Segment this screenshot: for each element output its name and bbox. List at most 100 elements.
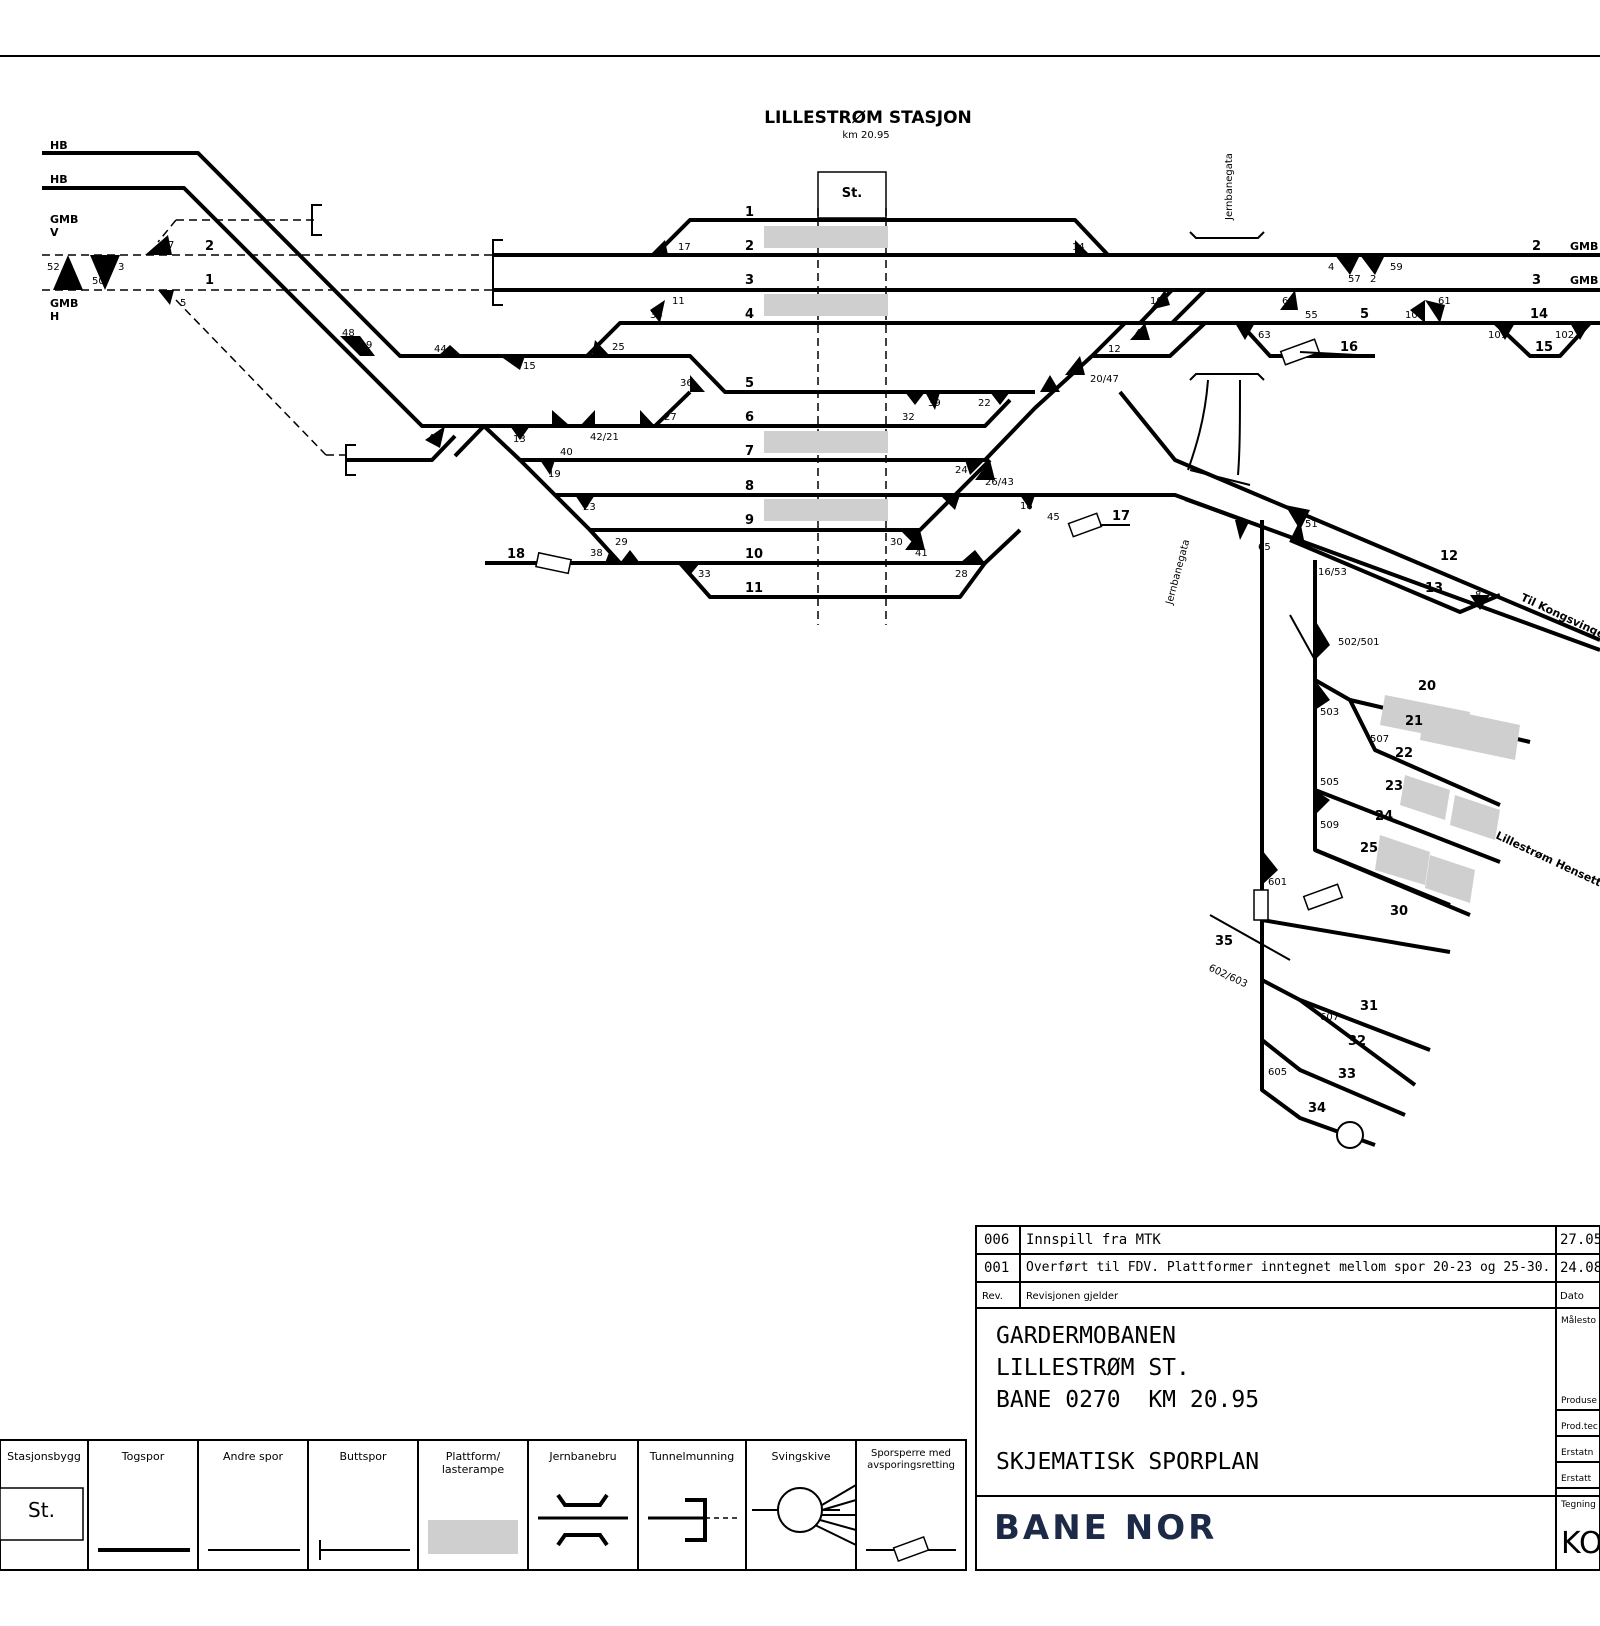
revision-header-date: Dato: [1560, 1291, 1584, 1302]
svg-text:3: 3: [118, 262, 124, 273]
svg-text:1: 1: [205, 273, 214, 288]
svg-text:503: 503: [1320, 707, 1339, 718]
revision-header-rev: Rev.: [982, 1291, 1003, 1302]
platform: [764, 431, 888, 453]
side-label-prodtec: Prod.tec: [1561, 1422, 1598, 1432]
svg-text:61: 61: [1438, 296, 1451, 307]
svg-text:2: 2: [1532, 239, 1541, 254]
svg-text:607: 607: [1320, 1012, 1339, 1023]
svg-text:18: 18: [507, 547, 525, 562]
line-label-gmb-v: V: [50, 226, 59, 239]
revision-header-text: Revisjonen gjelder: [1026, 1291, 1119, 1302]
line-label-hb: HB: [50, 139, 68, 152]
svg-text:40: 40: [560, 447, 573, 458]
revision-row: 006 Innspill fra MTK 27.05: [976, 1226, 1600, 1254]
track-1: [653, 218, 1110, 257]
svg-text:101: 101: [1488, 330, 1507, 341]
svg-text:42/21: 42/21: [590, 432, 619, 443]
line-label-gmb-h: H: [50, 310, 59, 323]
svg-text:6: 6: [1282, 296, 1288, 307]
legend-label-buttspor: Buttspor: [339, 1450, 387, 1463]
svg-text:26/43: 26/43: [985, 477, 1014, 488]
track-5: [400, 354, 1035, 394]
svg-text:35: 35: [1215, 934, 1233, 949]
svg-text:39: 39: [928, 398, 941, 409]
legend-station-symbol: St.: [28, 1498, 55, 1522]
station-box-label: St.: [842, 186, 863, 201]
svg-text:13: 13: [1425, 581, 1443, 596]
revision-text: Innspill fra MTK: [1026, 1232, 1161, 1248]
svg-text:16: 16: [1340, 340, 1358, 355]
svg-text:13: 13: [513, 434, 526, 445]
switch-labels: 52 1 50 3 7 5 48 9 44 46 15 13 40 42/21 …: [47, 240, 1574, 1078]
revision-table: 006 Innspill fra MTK 27.05 001 Overført …: [976, 1226, 1600, 1308]
svg-text:8: 8: [745, 479, 754, 494]
project-line-1: GARDERMOBANEN: [996, 1323, 1177, 1349]
svg-text:2: 2: [1370, 274, 1376, 285]
drawing-number: KO: [1561, 1526, 1600, 1561]
svg-text:4: 4: [745, 307, 754, 322]
svg-text:Jernbanegata: Jernbanegata: [1224, 153, 1235, 221]
svg-text:24: 24: [955, 465, 968, 476]
track-9: [553, 493, 957, 532]
svg-text:46: 46: [428, 433, 441, 444]
svg-text:63: 63: [1258, 330, 1271, 341]
legend-label-svingskive: Svingskive: [771, 1450, 831, 1463]
svg-text:25: 25: [1360, 841, 1378, 856]
svg-text:32: 32: [1348, 1034, 1366, 1049]
svg-text:34: 34: [650, 310, 663, 321]
revision-row: 001 Overført til FDV. Plattformer innteg…: [976, 1254, 1600, 1282]
svg-text:GMB: GMB: [1570, 274, 1598, 287]
side-label-erstattet: Erstatt: [1561, 1474, 1592, 1484]
svg-text:22: 22: [978, 398, 991, 409]
svg-text:49: 49: [1135, 328, 1148, 339]
svg-text:102: 102: [1555, 330, 1574, 341]
svg-text:23: 23: [1385, 779, 1403, 794]
svg-text:7: 7: [168, 240, 174, 251]
svg-text:30: 30: [1390, 904, 1408, 919]
project-block: GARDERMOBANEN LILLESTRØM ST. BANE 0270 K…: [996, 1320, 1536, 1478]
side-column: Målesto Produse Prod.tec Erstatn Erstatt…: [1559, 1226, 1600, 1570]
svg-text:38: 38: [590, 548, 603, 559]
side-label-produsent: Produse: [1561, 1396, 1597, 1406]
track-labels: 1 2 3 4 5 6 7 8 9 10 11 2 1 2 3 5 14 15 …: [205, 153, 1600, 1116]
svg-text:20/47: 20/47: [1090, 374, 1119, 385]
station-km: km 20.95: [842, 130, 889, 141]
svg-text:22: 22: [1395, 746, 1413, 761]
legend-label-sporsperre: Sporsperre med avsporingsretting: [867, 1448, 955, 1471]
track-hb-lower: [42, 186, 486, 458]
svg-text:59: 59: [1390, 262, 1403, 273]
svg-text:9: 9: [366, 340, 372, 351]
svg-text:14: 14: [1530, 307, 1548, 322]
svg-text:31: 31: [1360, 999, 1378, 1014]
svg-text:509: 509: [1320, 820, 1339, 831]
svg-text:65: 65: [1258, 542, 1271, 553]
svg-text:11: 11: [745, 581, 763, 596]
svg-text:104: 104: [1405, 310, 1424, 321]
side-label-tegning: Tegning: [1561, 1500, 1596, 1510]
svg-text:15: 15: [523, 361, 536, 372]
svg-text:10: 10: [745, 547, 763, 562]
revision-date: 27.05: [1560, 1232, 1600, 1248]
svg-text:32: 32: [902, 412, 915, 423]
legend-label-tunnelmunning: Tunnelmunning: [649, 1450, 735, 1463]
svg-text:505: 505: [1320, 777, 1339, 788]
svg-text:48: 48: [342, 328, 355, 339]
svg-text:507: 507: [1370, 734, 1389, 745]
legend-label-jernbanebru: Jernbanebru: [549, 1450, 617, 1463]
line-label-gmb-h: GMB: [50, 297, 78, 310]
svg-text:17: 17: [678, 242, 691, 253]
svg-text:27: 27: [664, 412, 677, 423]
svg-text:602/603: 602/603: [1207, 963, 1249, 991]
svg-text:605: 605: [1268, 1067, 1287, 1078]
revision-header-row: Rev. Revisjonen gjelder Dato: [976, 1282, 1600, 1308]
svg-text:601: 601: [1268, 877, 1287, 888]
svg-text:5: 5: [745, 376, 754, 391]
svg-text:17: 17: [1112, 509, 1130, 524]
track-11: [678, 561, 987, 599]
svg-text:36: 36: [680, 378, 693, 389]
svg-text:29: 29: [615, 537, 628, 548]
svg-text:10: 10: [1150, 296, 1163, 307]
revision-number: 001: [984, 1260, 1010, 1276]
